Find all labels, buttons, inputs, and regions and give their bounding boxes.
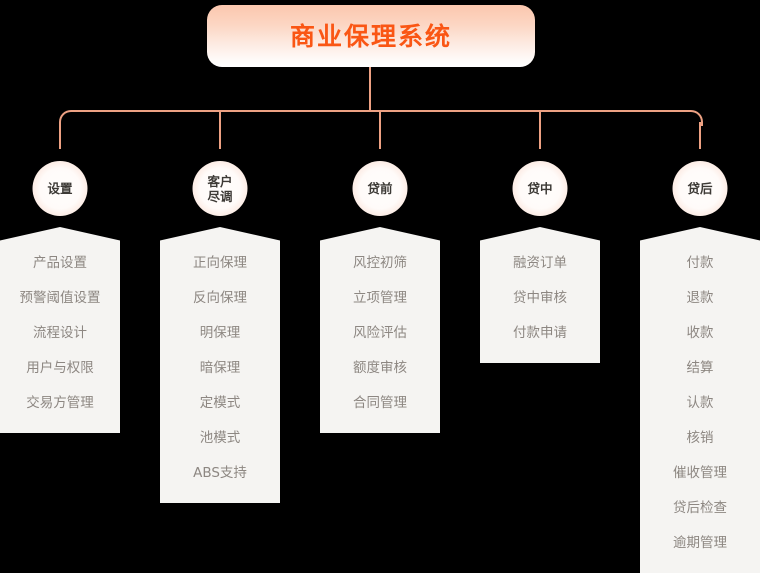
connector-drop-4 [699,122,701,149]
connector-corner-right [687,110,703,126]
panel-item[interactable]: 预警阈值设置 [19,289,101,306]
connector-stem-vertical [369,67,371,112]
panel-item[interactable]: 付款 [686,254,714,271]
panel-item[interactable]: 风险评估 [353,324,407,341]
panel-pre-loan: 风控初筛 立项管理 风险评估 额度审核 合同管理 [320,227,440,433]
panel-item[interactable]: 反向保理 [193,289,247,306]
node-circle-customer-due-diligence[interactable]: 客户 尽调 [192,161,248,216]
panel-item[interactable]: 贷后检查 [673,499,727,516]
panel-item[interactable]: 结算 [686,359,714,376]
panel-item[interactable]: 融资订单 [513,254,567,271]
panel-post-loan: 付款 退款 收款 结算 认款 核销 催收管理 贷后检查 逾期管理 [640,227,760,573]
panel-item[interactable]: 贷中审核 [513,289,567,306]
panel-settings: 产品设置 预警阈值设置 流程设计 用户与权限 交易方管理 [0,227,120,433]
panel-item[interactable]: 逾期管理 [673,534,727,551]
panel-customer-due-diligence: 正向保理 反向保理 明保理 暗保理 定模式 池模式 ABS支持 [160,227,280,503]
panel-item[interactable]: 用户与权限 [26,359,94,376]
node-circle-pre-loan[interactable]: 贷前 [352,161,408,216]
branch-column-settings: 设置 产品设置 预警阈值设置 流程设计 用户与权限 交易方管理 [0,0,140,550]
branch-column-in-loan: 贷中 融资订单 贷中审核 付款申请 [460,0,620,550]
branch-column-pre-loan: 贷前 风控初筛 立项管理 风险评估 额度审核 合同管理 [300,0,460,550]
root-title-label: 商业保理系统 [289,21,452,51]
node-label-post-loan: 贷后 [687,181,713,196]
connector-bus-horizontal [72,110,688,112]
branch-column-customer-due-diligence: 客户 尽调 正向保理 反向保理 明保理 暗保理 定模式 池模式 ABS支持 [140,0,300,550]
panel-item[interactable]: 风控初筛 [353,254,407,271]
connector-drop-3 [539,112,541,149]
panel-item[interactable]: 认款 [686,394,714,411]
connector-drop-1 [219,112,221,149]
panel-item[interactable]: 正向保理 [193,254,247,271]
connector-drop-0 [59,122,61,149]
panel-item[interactable]: 退款 [686,289,714,306]
node-label-customer-due-diligence: 客户 尽调 [207,173,233,204]
node-label-pre-loan: 贷前 [367,181,393,196]
panel-item[interactable]: 催收管理 [673,464,727,481]
node-label-settings: 设置 [47,181,73,196]
root-title-box: 商业保理系统 [207,5,535,67]
branch-column-post-loan: 贷后 付款 退款 收款 结算 认款 核销 催收管理 贷后检查 逾期管理 [620,0,760,573]
panel-item[interactable]: 交易方管理 [26,394,94,411]
panel-item[interactable]: 池模式 [199,429,241,446]
panel-item[interactable]: 定模式 [199,394,241,411]
panel-item[interactable]: 收款 [686,324,714,341]
panel-item[interactable]: 合同管理 [353,394,407,411]
panel-item[interactable]: 额度审核 [353,359,407,376]
panel-item[interactable]: 产品设置 [33,254,87,271]
panel-in-loan: 融资订单 贷中审核 付款申请 [480,227,600,363]
node-circle-in-loan[interactable]: 贷中 [512,161,568,216]
panel-item[interactable]: 核销 [686,429,714,446]
panel-item[interactable]: ABS支持 [193,464,247,481]
node-label-in-loan: 贷中 [527,181,553,196]
panel-item[interactable]: 付款申请 [513,324,567,341]
panel-item[interactable]: 明保理 [199,324,241,341]
panel-item[interactable]: 流程设计 [33,324,87,341]
panel-item[interactable]: 立项管理 [353,289,407,306]
node-circle-post-loan[interactable]: 贷后 [672,161,728,216]
connector-drop-2 [379,112,381,149]
connector-corner-left [59,110,75,126]
node-circle-settings[interactable]: 设置 [32,161,88,216]
panel-item[interactable]: 暗保理 [199,359,241,376]
